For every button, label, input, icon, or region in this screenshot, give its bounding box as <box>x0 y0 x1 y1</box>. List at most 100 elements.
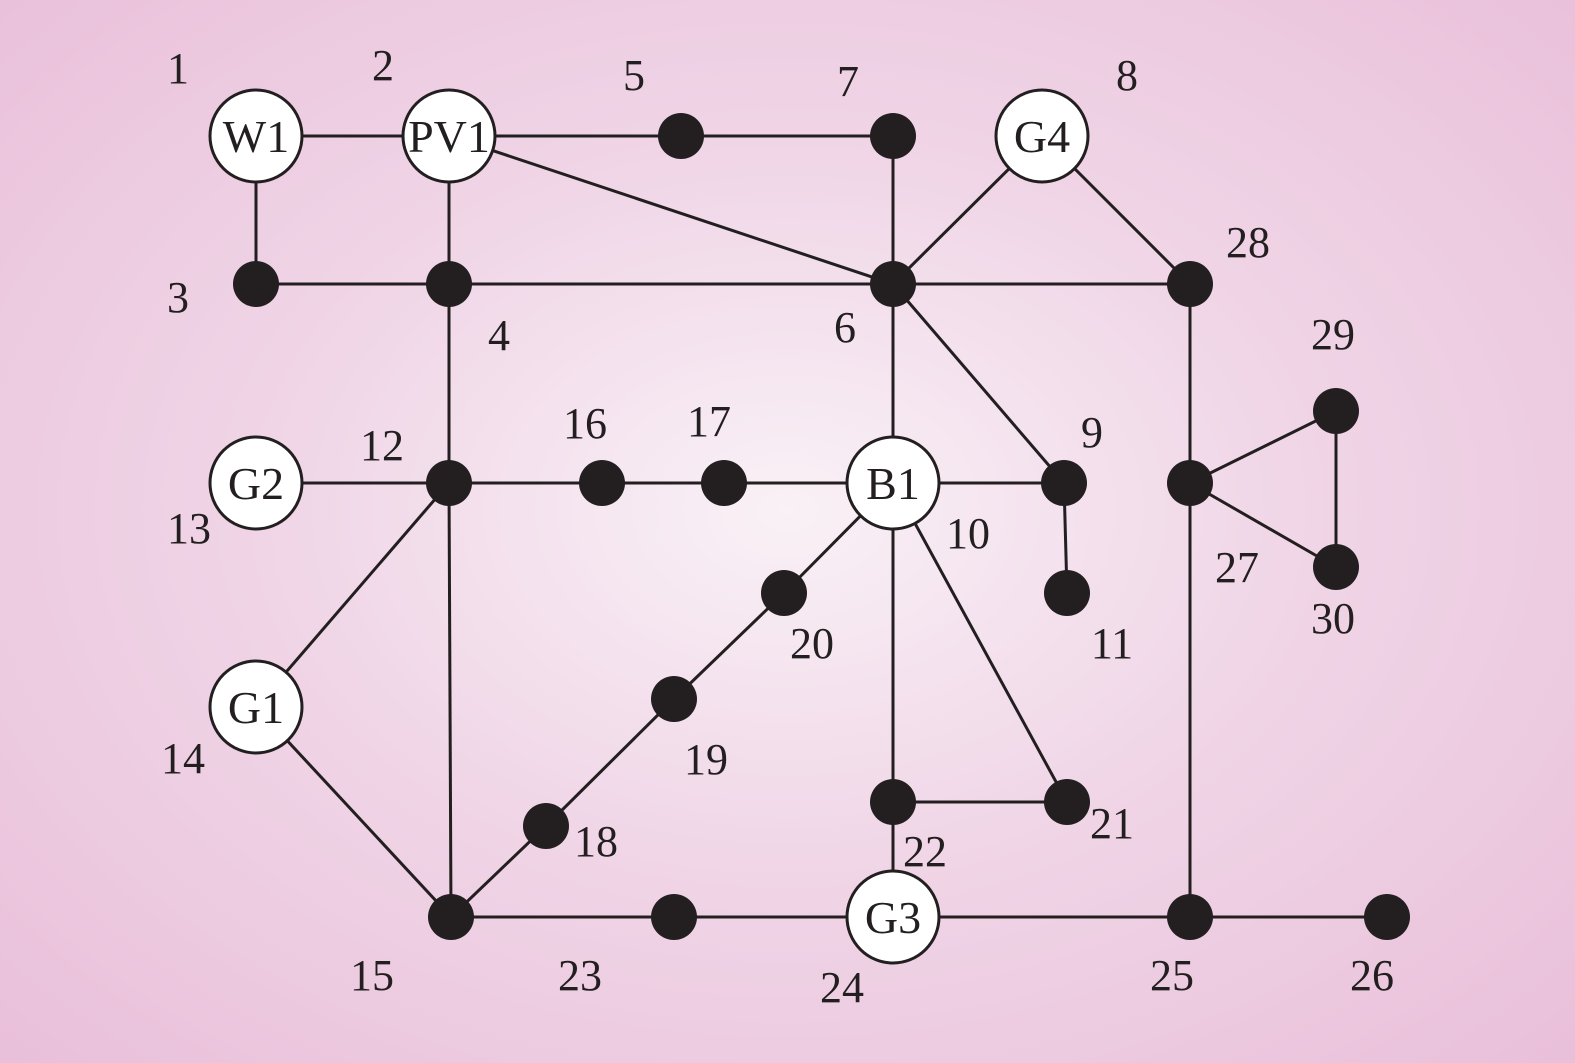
bus-dot-20 <box>761 570 807 616</box>
bus-dot-7 <box>870 113 916 159</box>
bus-node-1: W1 <box>208 88 304 184</box>
bus-dot-17 <box>701 460 747 506</box>
bus-number-26: 26 <box>1350 951 1394 1000</box>
bus-number-3: 3 <box>167 273 189 322</box>
edge-2-6 <box>448 134 894 286</box>
edge-12-14 <box>254 482 451 708</box>
bus-node-21 <box>1044 779 1090 825</box>
bus-number-19: 19 <box>684 735 728 784</box>
bus-number-24: 24 <box>820 963 864 1012</box>
bus-node-12 <box>426 460 472 506</box>
bus-dot-16 <box>579 460 625 506</box>
generator-circle-24 <box>845 869 941 965</box>
generator-circle-1 <box>208 88 304 184</box>
bus-number-2: 2 <box>372 41 394 90</box>
bus-node-7 <box>870 113 916 159</box>
bus-number-27: 27 <box>1215 543 1259 592</box>
bus-dot-6 <box>870 261 916 307</box>
bus-node-28 <box>1167 261 1213 307</box>
node-inner-label-2: PV1 <box>408 111 490 162</box>
bus-node-17 <box>701 460 747 506</box>
bus-dot-25 <box>1167 894 1213 940</box>
bus-node-5 <box>658 113 704 159</box>
bus-node-14: G1 <box>208 659 304 755</box>
bus-number-28: 28 <box>1226 218 1270 267</box>
bus-node-13: G2 <box>208 435 304 531</box>
bus-number-15: 15 <box>350 951 394 1000</box>
bus-number-5: 5 <box>623 51 645 100</box>
bus-number-7: 7 <box>837 57 859 106</box>
bus-node-29 <box>1313 388 1359 434</box>
bus-number-16: 16 <box>563 399 607 448</box>
bus-node-25 <box>1167 894 1213 940</box>
node-inner-label-13: G2 <box>228 458 284 509</box>
bus-dot-15 <box>428 894 474 940</box>
bus-number-1: 1 <box>167 44 189 93</box>
bus-number-10: 10 <box>946 509 990 558</box>
edge-19-18 <box>544 697 676 828</box>
bus-number-9: 9 <box>1081 408 1103 457</box>
bus-dot-3 <box>233 261 279 307</box>
bus-node-26 <box>1364 894 1410 940</box>
bus-number-14: 14 <box>161 734 205 783</box>
bus-node-24: G3 <box>845 869 941 965</box>
bus-number-6: 6 <box>834 303 856 352</box>
bus-dot-18 <box>523 803 569 849</box>
bus-number-23: 23 <box>558 951 602 1000</box>
generator-circle-8 <box>994 88 1090 184</box>
generator-circle-2 <box>401 88 497 184</box>
node-inner-label-14: G1 <box>228 682 284 733</box>
node-inner-label-10: B1 <box>866 458 920 509</box>
bus-dot-29 <box>1313 388 1359 434</box>
bus-node-8: G4 <box>994 88 1090 184</box>
bus-number-18: 18 <box>574 817 618 866</box>
bus-node-9 <box>1041 460 1087 506</box>
bus-node-3 <box>233 261 279 307</box>
edges-layer <box>254 134 1387 919</box>
bus-number-12: 12 <box>360 421 404 470</box>
bus-dot-19 <box>651 676 697 722</box>
bus-node-19 <box>651 676 697 722</box>
bus-dot-26 <box>1364 894 1410 940</box>
node-inner-label-8: G4 <box>1014 111 1070 162</box>
bus-number-8: 8 <box>1116 51 1138 100</box>
node-inner-label-24: G3 <box>865 892 921 943</box>
bus-node-23 <box>651 894 697 940</box>
bus-dot-22 <box>870 779 916 825</box>
bus-dot-27 <box>1167 460 1213 506</box>
bus-node-16 <box>579 460 625 506</box>
bus-node-2: PV1 <box>401 88 497 184</box>
edge-6-9 <box>891 283 1066 484</box>
bus-dot-9 <box>1041 460 1087 506</box>
bus-number-4: 4 <box>488 311 510 360</box>
edge-14-15 <box>254 705 453 919</box>
bus-dot-30 <box>1313 544 1359 590</box>
generator-circle-14 <box>208 659 304 755</box>
bus-dot-12 <box>426 460 472 506</box>
bus-dot-21 <box>1044 779 1090 825</box>
generator-circle-13 <box>208 435 304 531</box>
edge-27-30 <box>1189 481 1337 569</box>
bus-number-21: 21 <box>1090 799 1134 848</box>
edge-12-15 <box>447 482 453 918</box>
bus-number-30: 30 <box>1311 594 1355 643</box>
bus-node-6 <box>870 261 916 307</box>
bus-node-10: B1 <box>845 435 941 531</box>
bus-node-22 <box>870 779 916 825</box>
bus-dot-5 <box>658 113 704 159</box>
bus-node-15 <box>428 894 474 940</box>
edge-27-29 <box>1189 409 1337 485</box>
bus-number-22: 22 <box>903 827 947 876</box>
bus-node-30 <box>1313 544 1359 590</box>
edge-10-21 <box>891 482 1069 803</box>
bus-dot-4 <box>426 261 472 307</box>
bus-dot-11 <box>1044 570 1090 616</box>
bus-node-4 <box>426 261 472 307</box>
bus-number-29: 29 <box>1311 310 1355 359</box>
bus-number-17: 17 <box>687 397 731 446</box>
bus-number-11: 11 <box>1091 619 1133 668</box>
bus-dot-23 <box>651 894 697 940</box>
